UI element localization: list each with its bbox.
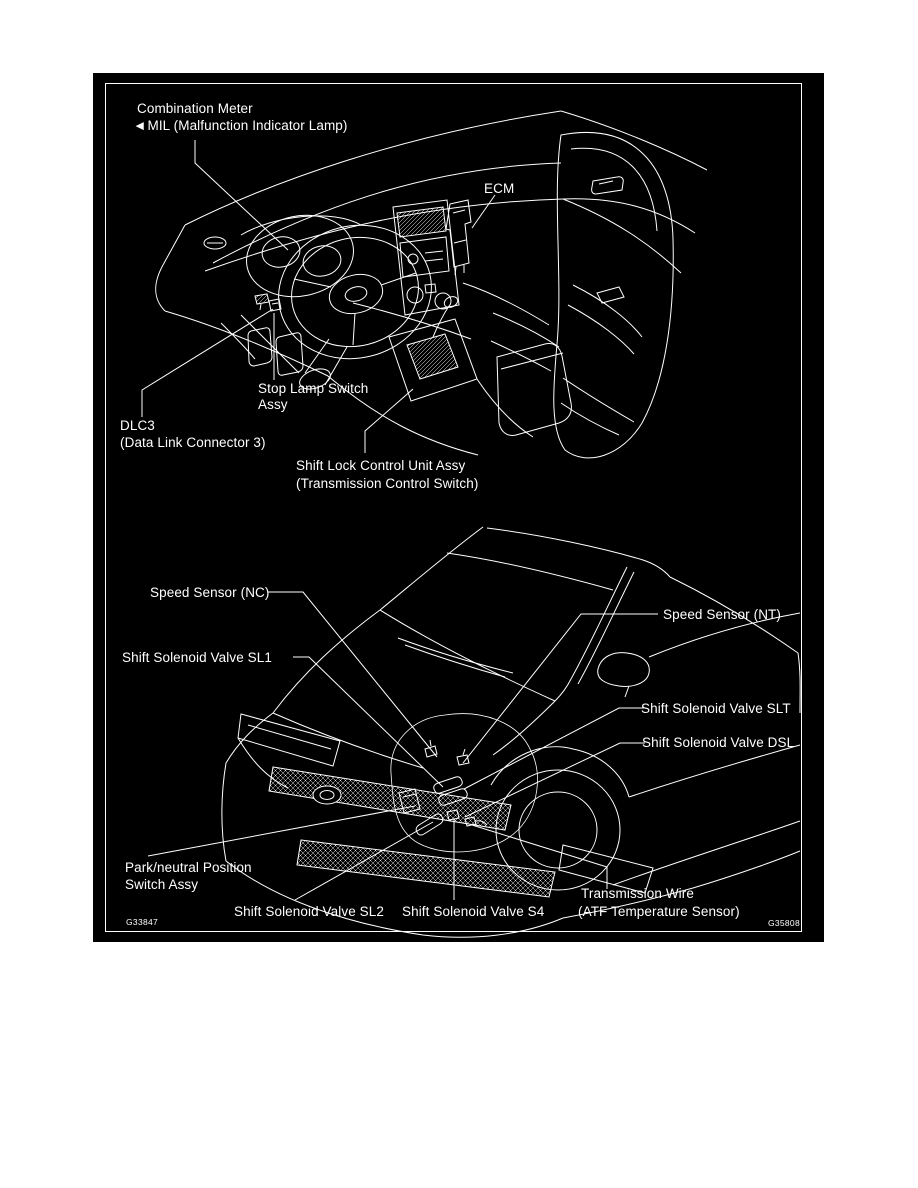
shift-lock-label: Shift Lock Control Unit Assy (Transmissi… — [296, 458, 479, 491]
park-neutral-switch-component — [398, 788, 421, 814]
transmission-wire-label: Transmission Wire (ATF Temperature Senso… — [578, 886, 740, 919]
mil-leader-line — [194, 140, 289, 251]
speed-sensor-nc-component — [424, 739, 438, 758]
shift-lock-leader-line — [364, 388, 414, 453]
solenoid-sl1-leader-line — [293, 656, 444, 788]
brake-pedal — [247, 327, 273, 367]
solenoid-sl1-component — [433, 776, 463, 794]
mil-arrow-icon: ◄ — [133, 118, 147, 133]
combination-meter-mil-label: Combination Meter ◄MIL (Malfunction Indi… — [133, 100, 348, 134]
interior-line-art — [155, 110, 708, 459]
speed-sensor-nt-component — [456, 748, 470, 766]
park-neutral-leader-line — [147, 805, 416, 857]
brand-badge — [312, 785, 342, 805]
ecm-label: ECM — [484, 181, 515, 196]
solenoid-dsl-label: Shift Solenoid Valve DSL — [642, 735, 795, 750]
solenoid-dsl-leader-line — [464, 742, 645, 818]
front-wheel — [495, 769, 621, 891]
figure-code-right: G35808 — [767, 918, 800, 928]
combination-meter-label: Combination Meter — [137, 101, 253, 116]
exterior-leader-lines — [147, 591, 658, 901]
diagram-frame — [105, 83, 802, 932]
transmission-phantom-outline — [390, 713, 538, 853]
diagram-panel: Combination Meter ◄MIL (Malfunction Indi… — [93, 73, 824, 942]
line-art — [141, 110, 801, 938]
solenoid-slt-label: Shift Solenoid Valve SLT — [641, 701, 791, 716]
dlc3-component — [254, 293, 270, 305]
mil-label: MIL (Malfunction Indicator Lamp) — [147, 118, 348, 133]
speed-sensor-nt-label: Speed Sensor (NT) — [663, 607, 781, 622]
transmission-wire-leader-line — [471, 824, 608, 889]
ecm-component — [445, 199, 472, 268]
dlc3-label: DLC3 (Data Link Connector 3) — [120, 418, 266, 450]
speed-sensor-nt-leader-line — [462, 613, 658, 764]
solenoid-sl2-label: Shift Solenoid Valve SL2 — [234, 904, 384, 919]
interior-leader-lines — [141, 140, 496, 453]
exterior-line-art — [221, 526, 801, 938]
dlc3-leader-line — [141, 308, 274, 417]
transmission-wire-component — [464, 816, 488, 827]
speed-sensor-nc-leader-line — [268, 591, 438, 758]
solenoid-slt-leader-line — [463, 707, 644, 790]
center-armrest — [496, 343, 572, 436]
solenoid-sl1-label: Shift Solenoid Valve SL1 — [122, 650, 272, 665]
figure-code-left: G33847 — [126, 917, 159, 927]
speed-sensor-nc-label: Speed Sensor (NC) — [150, 585, 270, 600]
solenoid-slt-component — [438, 788, 468, 806]
solenoid-sl2-component — [415, 813, 444, 836]
stop-lamp-switch-component — [268, 298, 282, 312]
ecm-leader-line — [471, 194, 496, 229]
side-mirror — [597, 652, 650, 687]
solenoid-s4-component — [446, 809, 460, 821]
stop-lamp-switch-label: Stop Lamp Switch Assy — [258, 381, 369, 412]
park-neutral-label: Park/neutral Position Switch Assy — [125, 860, 252, 892]
door-panel — [553, 132, 674, 459]
left-headlight — [237, 713, 341, 767]
solenoid-sl2-leader-line — [294, 821, 434, 901]
upper-grille — [268, 766, 512, 831]
lower-grille — [296, 839, 556, 898]
right-headlight — [558, 844, 654, 894]
solenoid-s4-label: Shift Solenoid Valve S4 — [402, 904, 545, 919]
